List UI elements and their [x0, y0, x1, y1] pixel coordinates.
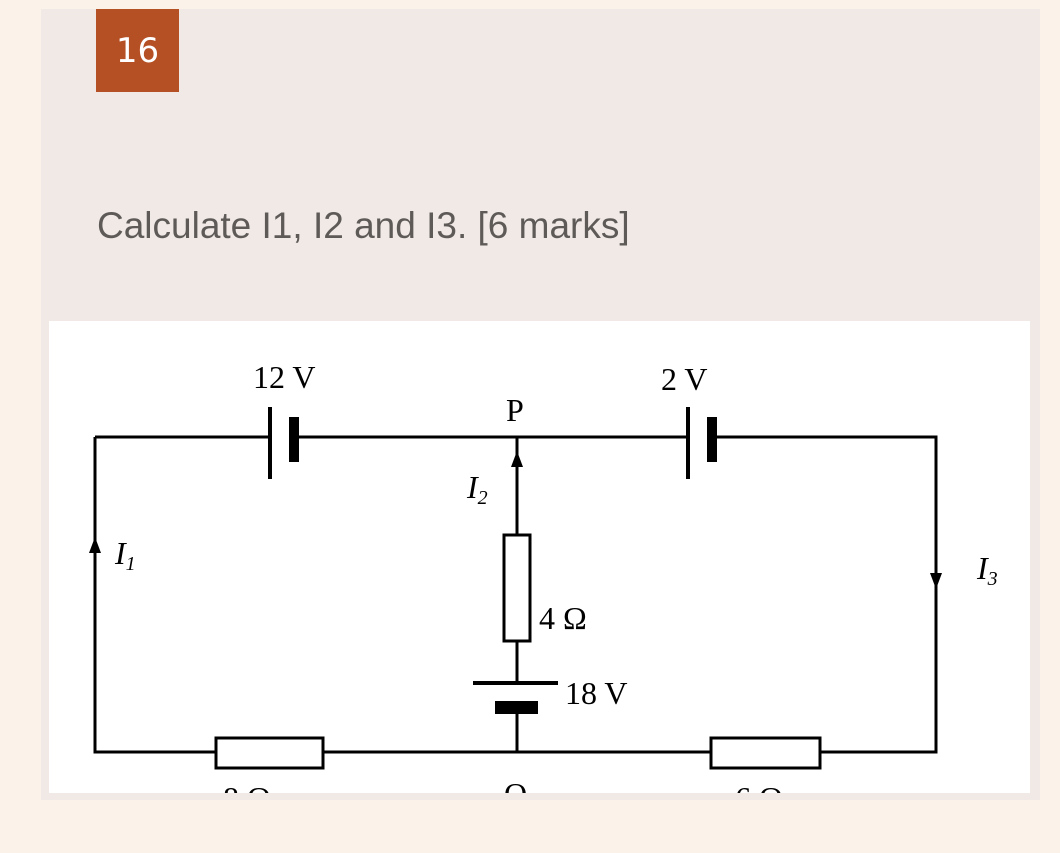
node-o-label: O [504, 776, 527, 793]
question-text: Calculate I1, I2 and I3. [6 marks] [97, 205, 630, 246]
resistor-4-ohm-label: 4 Ω [539, 600, 587, 636]
resistor-6-ohm [709, 736, 822, 770]
battery-18v-label: 18 V [565, 675, 628, 711]
current-arrow-i3 [930, 573, 942, 589]
cell-12v-label: 12 V [253, 359, 316, 395]
current-arrow-i2 [511, 451, 523, 467]
node-p-label: P [506, 392, 524, 428]
resistor-8-ohm [214, 736, 325, 770]
circuit-diagram: 12 V 2 V P I2 I1 I3 4 Ω 18 V 8 Ω O 6 Ω [49, 321, 1030, 793]
circuit-svg: 12 V 2 V P I2 I1 I3 4 Ω 18 V 8 Ω O 6 Ω [89, 359, 998, 793]
resistor-6-ohm-label: 6 Ω [735, 780, 783, 793]
top-wire [93, 435, 938, 754]
cell-2v-short-plate [707, 417, 717, 462]
current-i3-label: I3 [976, 550, 998, 590]
cell-12v-short-plate [289, 417, 299, 462]
current-i2-label: I2 [466, 469, 488, 509]
question-number-badge: 16 [96, 9, 179, 92]
resistor-4-ohm [502, 533, 532, 643]
resistor-8-ohm-label: 8 Ω [223, 780, 271, 793]
cell-2v-label: 2 V [661, 361, 708, 397]
current-arrow-i1 [89, 537, 101, 553]
battery-18v-short-plate [495, 701, 538, 714]
current-i1-label: I1 [114, 535, 136, 575]
